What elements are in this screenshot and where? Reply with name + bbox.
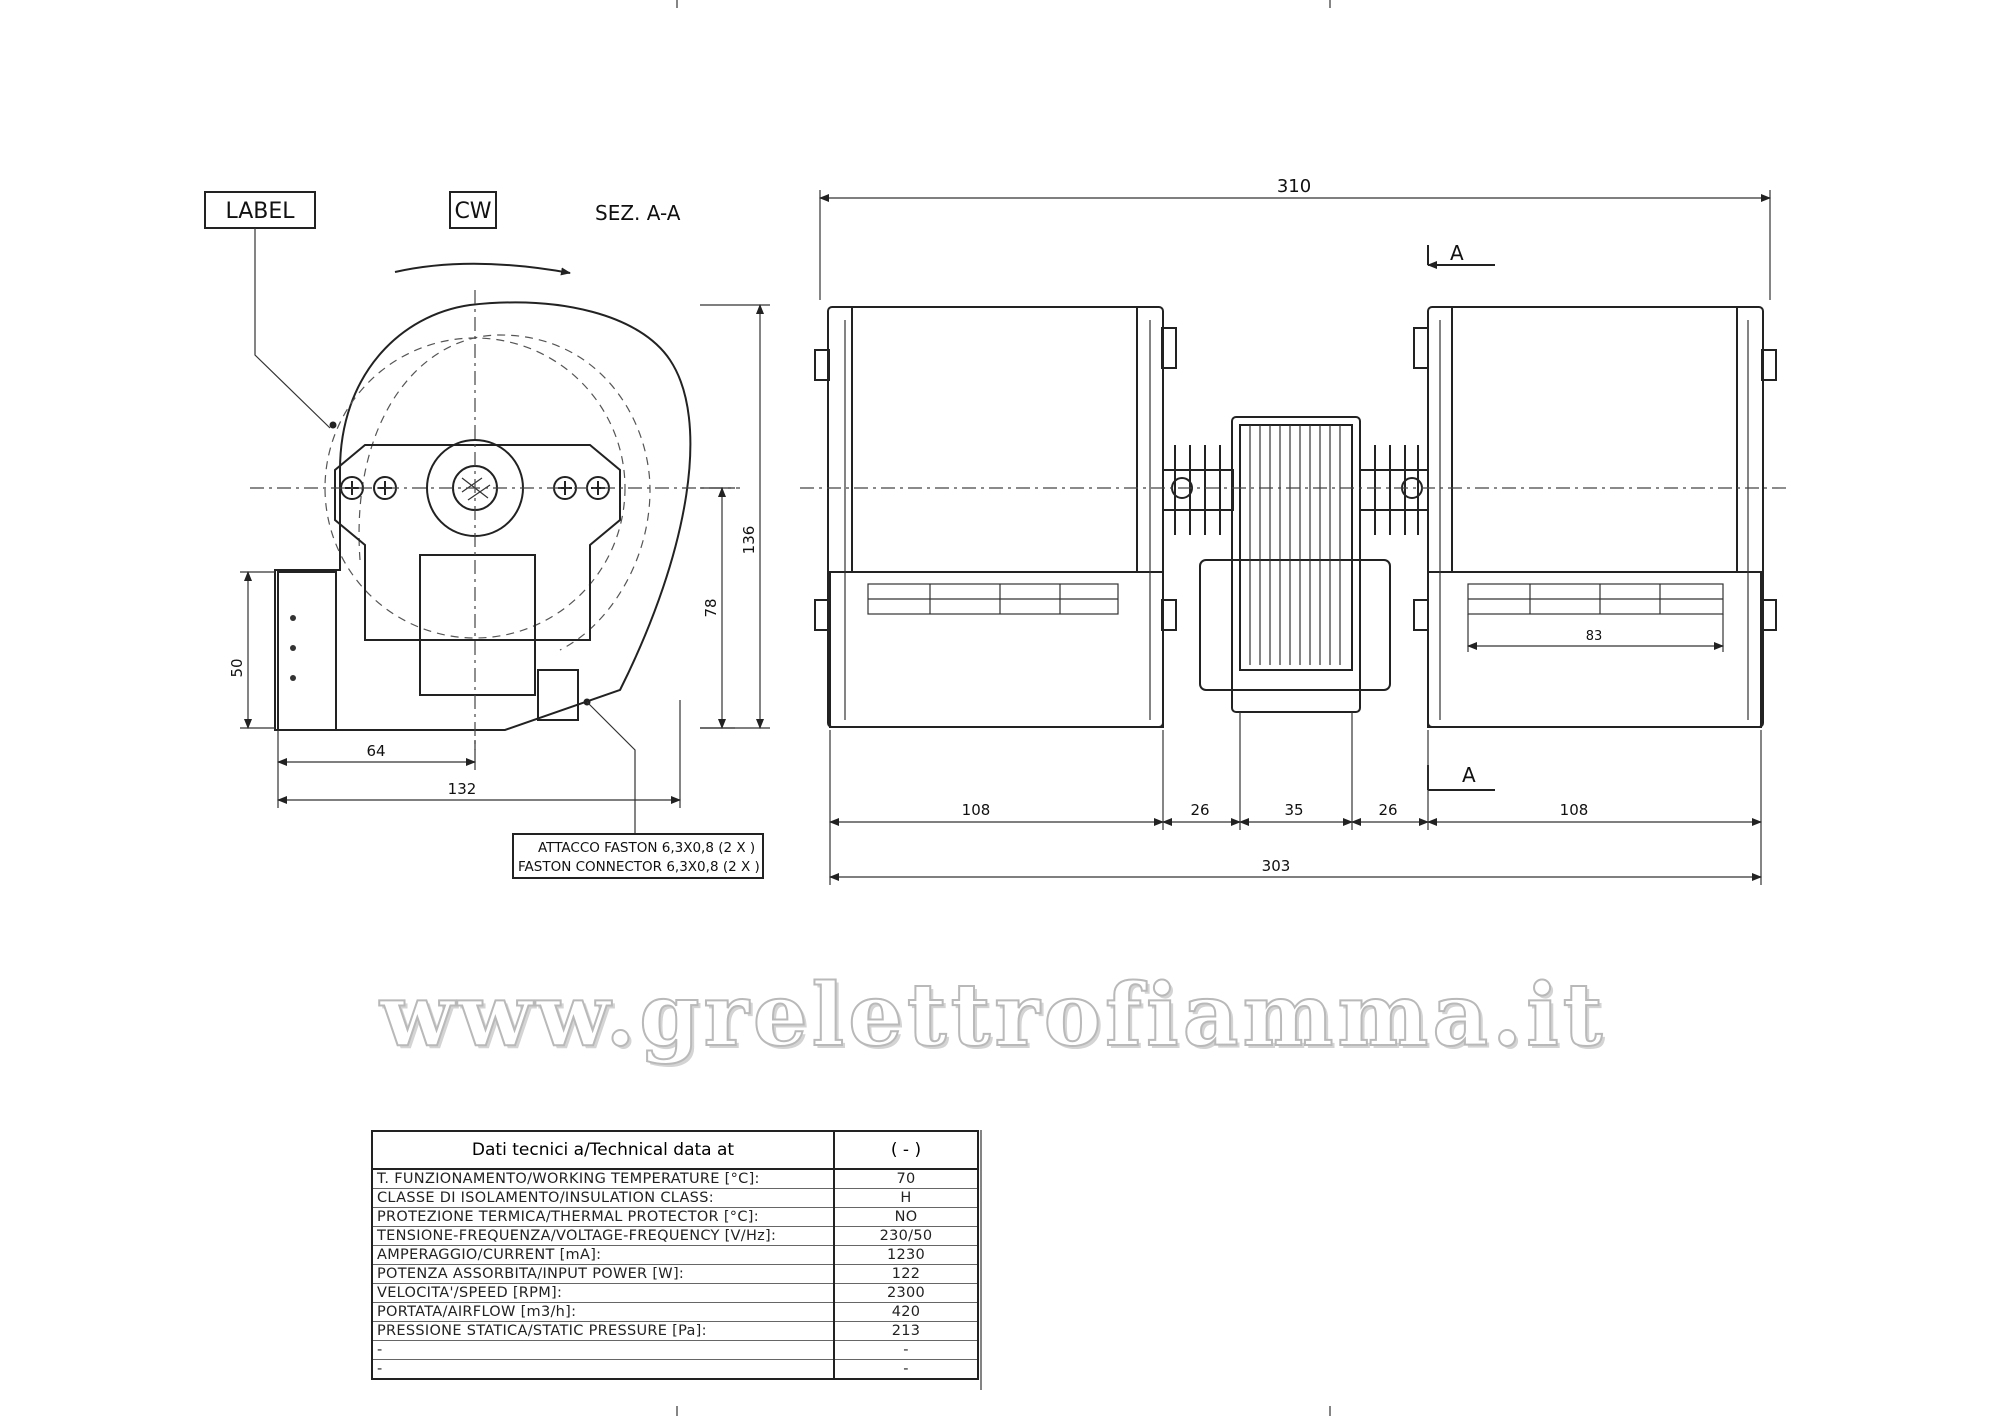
row-value: 2300 (834, 1283, 978, 1303)
dim-26-left: 26 (1190, 801, 1209, 819)
outlet-flange (277, 571, 337, 731)
row-label: POTENZA ASSORBITA/INPUT POWER [W]: (372, 1264, 835, 1284)
table-row: AMPERAGGIO/CURRENT [mA]:1230 (372, 1245, 978, 1265)
row-label: T. FUNZIONAMENTO/WORKING TEMPERATURE [°C… (372, 1169, 835, 1189)
table-row: -- (372, 1340, 978, 1360)
dim-78: 78 (702, 598, 720, 617)
row-label: PROTEZIONE TERMICA/THERMAL PROTECTOR [°C… (372, 1207, 835, 1227)
row-value: - (903, 1361, 909, 1377)
row-label: PORTATA/AIRFLOW [m3/h]: (372, 1302, 835, 1322)
faston-connector (537, 669, 579, 721)
motor-bracket (334, 444, 621, 641)
front-view: A A 310 108 26 35 26 108 (800, 176, 1790, 885)
dim-50: 50 (228, 658, 246, 677)
row-label: PRESSIONE STATICA/STATIC PRESSURE [Pa]: (372, 1321, 835, 1341)
row-label: CLASSE DI ISOLAMENTO/INSULATION CLASS: (372, 1188, 835, 1208)
scroll-housing (274, 301, 692, 731)
shaft-couplings (1162, 445, 1429, 535)
connector-note-line1: ATTACCO FASTON 6,3X0,8 (2 X ) (538, 840, 755, 856)
dim-26-right: 26 (1378, 801, 1397, 819)
dim-64: 64 (366, 742, 385, 760)
table-row: PROTEZIONE TERMICA/THERMAL PROTECTOR [°C… (372, 1207, 978, 1227)
row-value: 70 (834, 1169, 978, 1189)
section-marker-bottom: A (1462, 763, 1476, 787)
dim-83: 83 (1586, 629, 1603, 644)
watermark-text: www.grelettrofiamma.it (379, 964, 1607, 1067)
motor-body (1199, 416, 1391, 713)
row-value: - (834, 1340, 978, 1360)
side-view: LABEL CW SEZ. A-A (204, 191, 770, 879)
table-row: PORTATA/AIRFLOW [m3/h]:420 (372, 1302, 978, 1322)
dim-136: 136 (740, 526, 758, 555)
row-value: 230/50 (834, 1226, 978, 1246)
rotation-box (449, 191, 497, 229)
table-row: CLASSE DI ISOLAMENTO/INSULATION CLASS:H (372, 1188, 978, 1208)
rotation-arrow-icon (394, 262, 571, 276)
left-blower-housing (814, 306, 1177, 728)
row-label: VELOCITA'/SPEED [RPM]: (372, 1283, 835, 1303)
dim-310: 310 (1277, 176, 1311, 197)
row-value: H (834, 1188, 978, 1208)
table-row: TENSIONE-FREQUENZA/VOLTAGE-FREQUENCY [V/… (372, 1226, 978, 1246)
table-row: VELOCITA'/SPEED [RPM]:2300 (372, 1283, 978, 1303)
table-row: -- (372, 1359, 978, 1379)
row-value: 213 (834, 1321, 978, 1341)
table-header-row: Dati tecnici a/Technical data at ( - ) (372, 1131, 978, 1170)
table-header-label: Dati tecnici a/Technical data at (372, 1131, 835, 1170)
connector-note-box (512, 833, 764, 879)
dim-108-left: 108 (962, 801, 991, 819)
dim-132: 132 (448, 780, 477, 798)
row-label: AMPERAGGIO/CURRENT [mA]: (372, 1245, 835, 1265)
dim-108-right: 108 (1560, 801, 1589, 819)
row-label: - (372, 1340, 835, 1360)
row-label: - (372, 1359, 835, 1379)
connector-note-line2: FASTON CONNECTOR 6,3X0,8 (2 X ) (518, 859, 760, 875)
dim-303: 303 (1262, 857, 1291, 875)
row-value: 122 (834, 1264, 978, 1284)
technical-data-table: Dati tecnici a/Technical data at ( - ) T… (371, 1130, 979, 1380)
label-box-text: LABEL (225, 199, 295, 224)
segment-dimensions: 108 26 35 26 108 (829, 712, 1762, 830)
row-value: 1230 (834, 1245, 978, 1265)
rotation-box-text: CW (454, 199, 491, 224)
label-box (204, 191, 316, 229)
dim-35: 35 (1284, 801, 1303, 819)
right-blower-housing (1413, 306, 1777, 728)
table-row: PRESSIONE STATICA/STATIC PRESSURE [Pa]:2… (372, 1321, 978, 1341)
section-marker-top: A (1450, 241, 1464, 265)
row-value: 420 (834, 1302, 978, 1322)
table-row: T. FUNZIONAMENTO/WORKING TEMPERATURE [°C… (372, 1169, 978, 1189)
scroll-housing-inner (358, 334, 651, 651)
label-leader (254, 228, 331, 429)
row-value: NO (834, 1207, 978, 1227)
section-title: SEZ. A-A (595, 201, 681, 225)
row-label: TENSIONE-FREQUENZA/VOLTAGE-FREQUENCY [V/… (372, 1226, 835, 1246)
table-header-value: ( - ) (834, 1131, 978, 1170)
motor-coil (419, 554, 536, 696)
table-row: POTENZA ASSORBITA/INPUT POWER [W]:122 (372, 1264, 978, 1284)
